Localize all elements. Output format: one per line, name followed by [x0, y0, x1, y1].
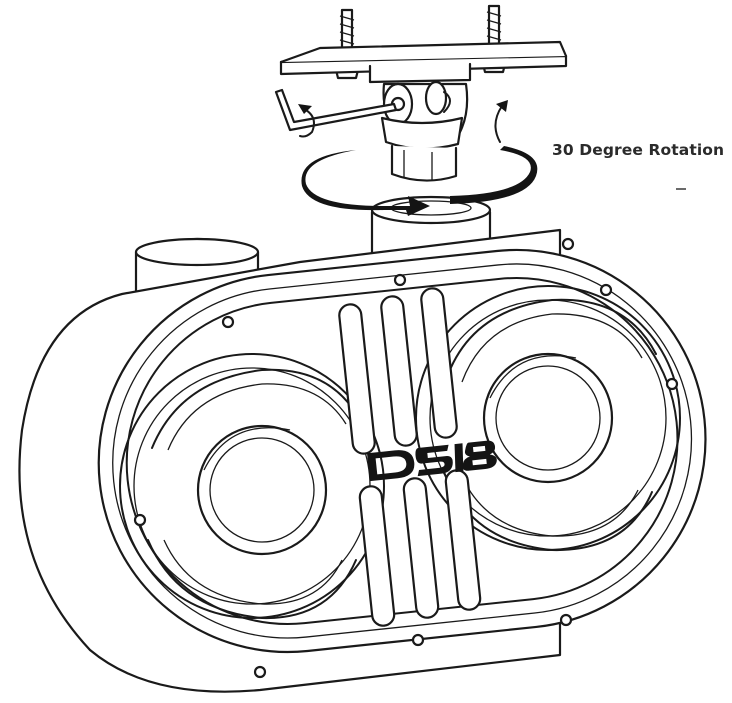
mount-assembly: [274, 4, 568, 216]
tilt-arrow-icon: [494, 105, 503, 143]
ds18-logo: [367, 440, 497, 482]
right-tweeter-cone: [482, 352, 614, 484]
mount-collar: [380, 116, 464, 150]
left-tweeter-cone: [196, 424, 328, 556]
center-grille-slots: [338, 287, 482, 627]
hex-key: [274, 88, 398, 132]
rear-tube-left-opening: [134, 237, 260, 267]
tighten-arrow-icon: [299, 109, 315, 138]
bezel-screws: [133, 237, 679, 679]
rotation-arrow-icon: [301, 150, 430, 216]
left-speaker: [119, 353, 385, 620]
rotation-label: 30 Degree Rotation: [552, 141, 725, 159]
speaker-pod: [18, 195, 707, 693]
